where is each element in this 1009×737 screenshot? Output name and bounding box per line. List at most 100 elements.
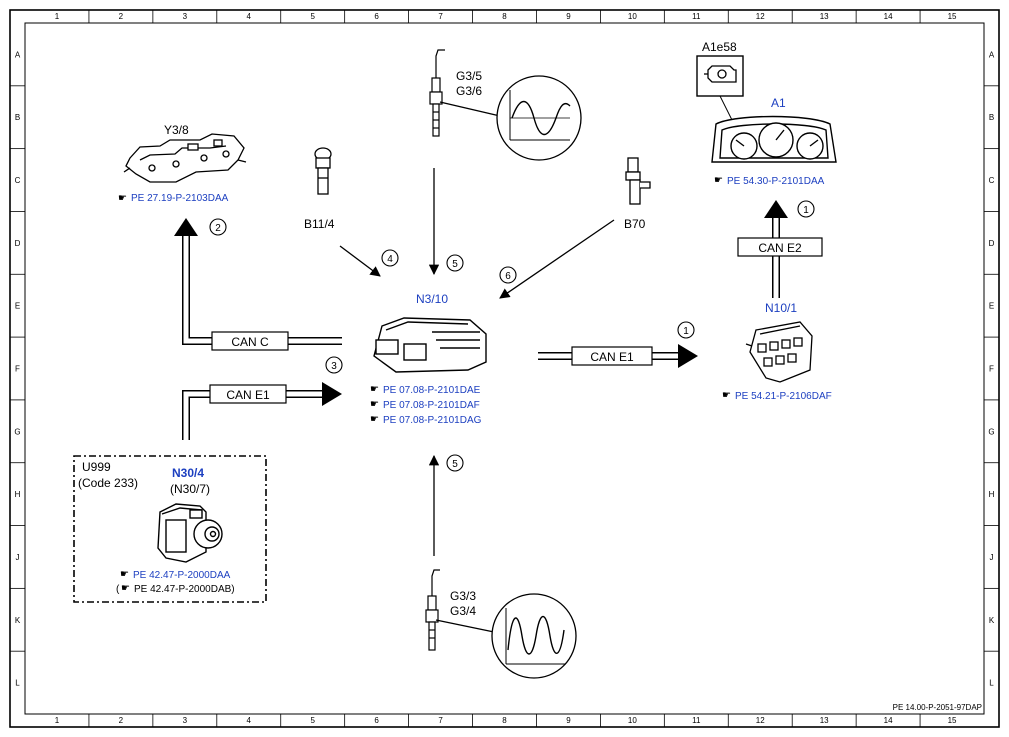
book-icon: ☛ [118, 193, 127, 204]
oxygen-sensor-bottom-icon [425, 569, 440, 651]
can-e2-label: CAN E2 [758, 241, 802, 255]
grid-column-label: 1 [55, 12, 60, 21]
grid-column-label: 15 [948, 12, 957, 21]
b70-label: B70 [624, 217, 646, 231]
grid-row-label: C [989, 176, 995, 185]
component-a1[interactable]: A1 ☛ PE 54.30-P-2101DAA [711, 96, 837, 187]
grid-column-label: 12 [756, 716, 765, 725]
marker-1-can-e2: 1 [797, 200, 815, 218]
alt-ref-open: ( [116, 584, 120, 595]
grid-row-label: J [990, 553, 994, 562]
can-c-label-box [211, 331, 289, 351]
a1-ref: PE 54.30-P-2101DAA [727, 176, 825, 187]
grid-column-label: 10 [628, 716, 637, 725]
grid-row-label: H [15, 490, 21, 499]
component-b11-4[interactable]: B11/4 [304, 147, 335, 231]
reference-link-n10-1[interactable]: ☛ PE 54.21-P-2106DAF [722, 390, 832, 402]
book-icon: ☛ [120, 569, 129, 580]
svg-text:6: 6 [505, 271, 511, 282]
can-e1-left-label: CAN E1 [226, 388, 270, 402]
svg-text:2: 2 [215, 223, 221, 234]
grid-row-label: H [989, 490, 995, 499]
grid-column-label: 9 [566, 716, 571, 725]
marker-5-top: 5 [446, 254, 464, 272]
engine-control-unit-icon [373, 317, 487, 373]
grid-column-label: 4 [247, 716, 252, 725]
grid-row-label: G [14, 427, 20, 436]
component-b70[interactable]: B70 [624, 157, 651, 231]
can-e1-right-label: CAN E1 [590, 350, 634, 364]
grid-row-label: J [16, 553, 20, 562]
component-y3-8[interactable]: Y3/8 ☛ PE 27.19-P-2103DAA [118, 123, 247, 204]
marker-4: 4 [381, 249, 399, 267]
book-icon: ☛ [714, 175, 723, 186]
grid-row-label: C [15, 176, 21, 185]
component-g3-5[interactable]: G3/5 G3/6 [429, 49, 582, 161]
grid-row-label: F [15, 365, 20, 374]
grid-row-label: D [989, 239, 995, 248]
n30-4-label: N30/4 [172, 466, 204, 480]
book-icon: ☛ [121, 583, 130, 594]
component-group-u999[interactable]: U999 (Code 233) N30/4 (N30/7) ☛ PE 42.47… [73, 455, 267, 603]
bus-can-e2[interactable]: CAN E2 [737, 200, 823, 298]
component-g3-3[interactable]: G3/3 G3/4 [425, 569, 577, 679]
marker-5-bottom: 5 [446, 454, 464, 472]
component-n10-1[interactable]: N10/1 ☛ PE 54.21-P-2106DAF [722, 301, 832, 402]
abs-unit-icon [157, 503, 223, 563]
svg-text:1: 1 [803, 205, 809, 216]
component-n3-10[interactable]: N3/10 ☛ PE 07.08-P-2101DAE ☛ PE 07.08-P-… [370, 292, 487, 426]
temperature-sensor-icon [314, 147, 332, 195]
grid-column-label: 10 [628, 12, 637, 21]
engine-warning-icon [704, 65, 737, 83]
can-c-label: CAN C [231, 335, 269, 349]
can-e1-right-label-box [571, 346, 653, 366]
n10-1-ref: PE 54.21-P-2106DAF [735, 391, 832, 402]
grid-column-label: 13 [820, 12, 829, 21]
svg-text:5: 5 [452, 259, 458, 270]
reference-link-n30-4[interactable]: ☛ PE 42.47-P-2000DAA [120, 569, 231, 581]
grid-column-label: 15 [948, 716, 957, 725]
b11-4-label: B11/4 [304, 217, 335, 231]
grid-row-label: K [15, 616, 21, 625]
grid-row-label: A [989, 50, 995, 59]
grid-column-label: 6 [374, 12, 379, 21]
instrument-cluster-icon [711, 115, 837, 163]
grid-column-label: 11 [692, 716, 701, 725]
n3-10-ref-2: PE 07.08-P-2101DAF [383, 400, 480, 411]
n3-10-label: N3/10 [416, 292, 448, 306]
book-icon: ☛ [370, 399, 379, 410]
grid-row-label: L [15, 679, 20, 688]
grid-column-label: 7 [438, 716, 443, 725]
g3-3-label: G3/3 [450, 589, 476, 603]
can-e1-left-label-box [209, 384, 287, 404]
reference-link-y3-8[interactable]: ☛ PE 27.19-P-2103DAA [118, 193, 229, 204]
grid-row-label: D [15, 239, 21, 248]
book-icon: ☛ [370, 414, 379, 425]
grid-row-label: A [15, 50, 21, 59]
can-e2-label-box [737, 237, 823, 257]
component-a1e58[interactable]: A1e58 [696, 40, 744, 141]
n30-4-ref: PE 42.47-P-2000DAA [133, 570, 231, 581]
svg-text:4: 4 [387, 254, 393, 265]
marker-6: 6 [499, 266, 517, 284]
bus-can-e1-right[interactable]: CAN E1 [538, 344, 698, 368]
grid-column-label: 2 [119, 12, 124, 21]
y3-8-ref: PE 27.19-P-2103DAA [131, 193, 229, 204]
bus-can-e1-left[interactable]: CAN E1 [182, 382, 342, 440]
bus-can-c[interactable]: CAN C [174, 218, 342, 351]
drawing-reference-number: PE 14.00-P-2051-97DAP [893, 703, 982, 712]
drawing-frame: 1122334455667788991010111112121313141415… [9, 9, 1000, 728]
grid-column-label: 12 [756, 12, 765, 21]
reference-link-n30-7[interactable]: ( ☛ PE 42.47-P-2000DAB) [116, 583, 235, 595]
grid-row-label: B [989, 113, 994, 122]
valve-body-icon [123, 133, 247, 183]
reference-links-n3-10[interactable]: ☛ PE 07.08-P-2101DAE ☛ PE 07.08-P-2101DA… [370, 384, 482, 426]
signal-waveform-icon-top [496, 75, 582, 161]
marker-1-can-e1: 1 [677, 321, 695, 339]
book-icon: ☛ [370, 384, 379, 395]
control-module-icon [745, 321, 813, 383]
grid-column-label: 3 [183, 12, 188, 21]
a1e58-label: A1e58 [702, 40, 737, 54]
reference-link-a1[interactable]: ☛ PE 54.30-P-2101DAA [714, 175, 825, 187]
grid-row-label: E [989, 302, 994, 311]
